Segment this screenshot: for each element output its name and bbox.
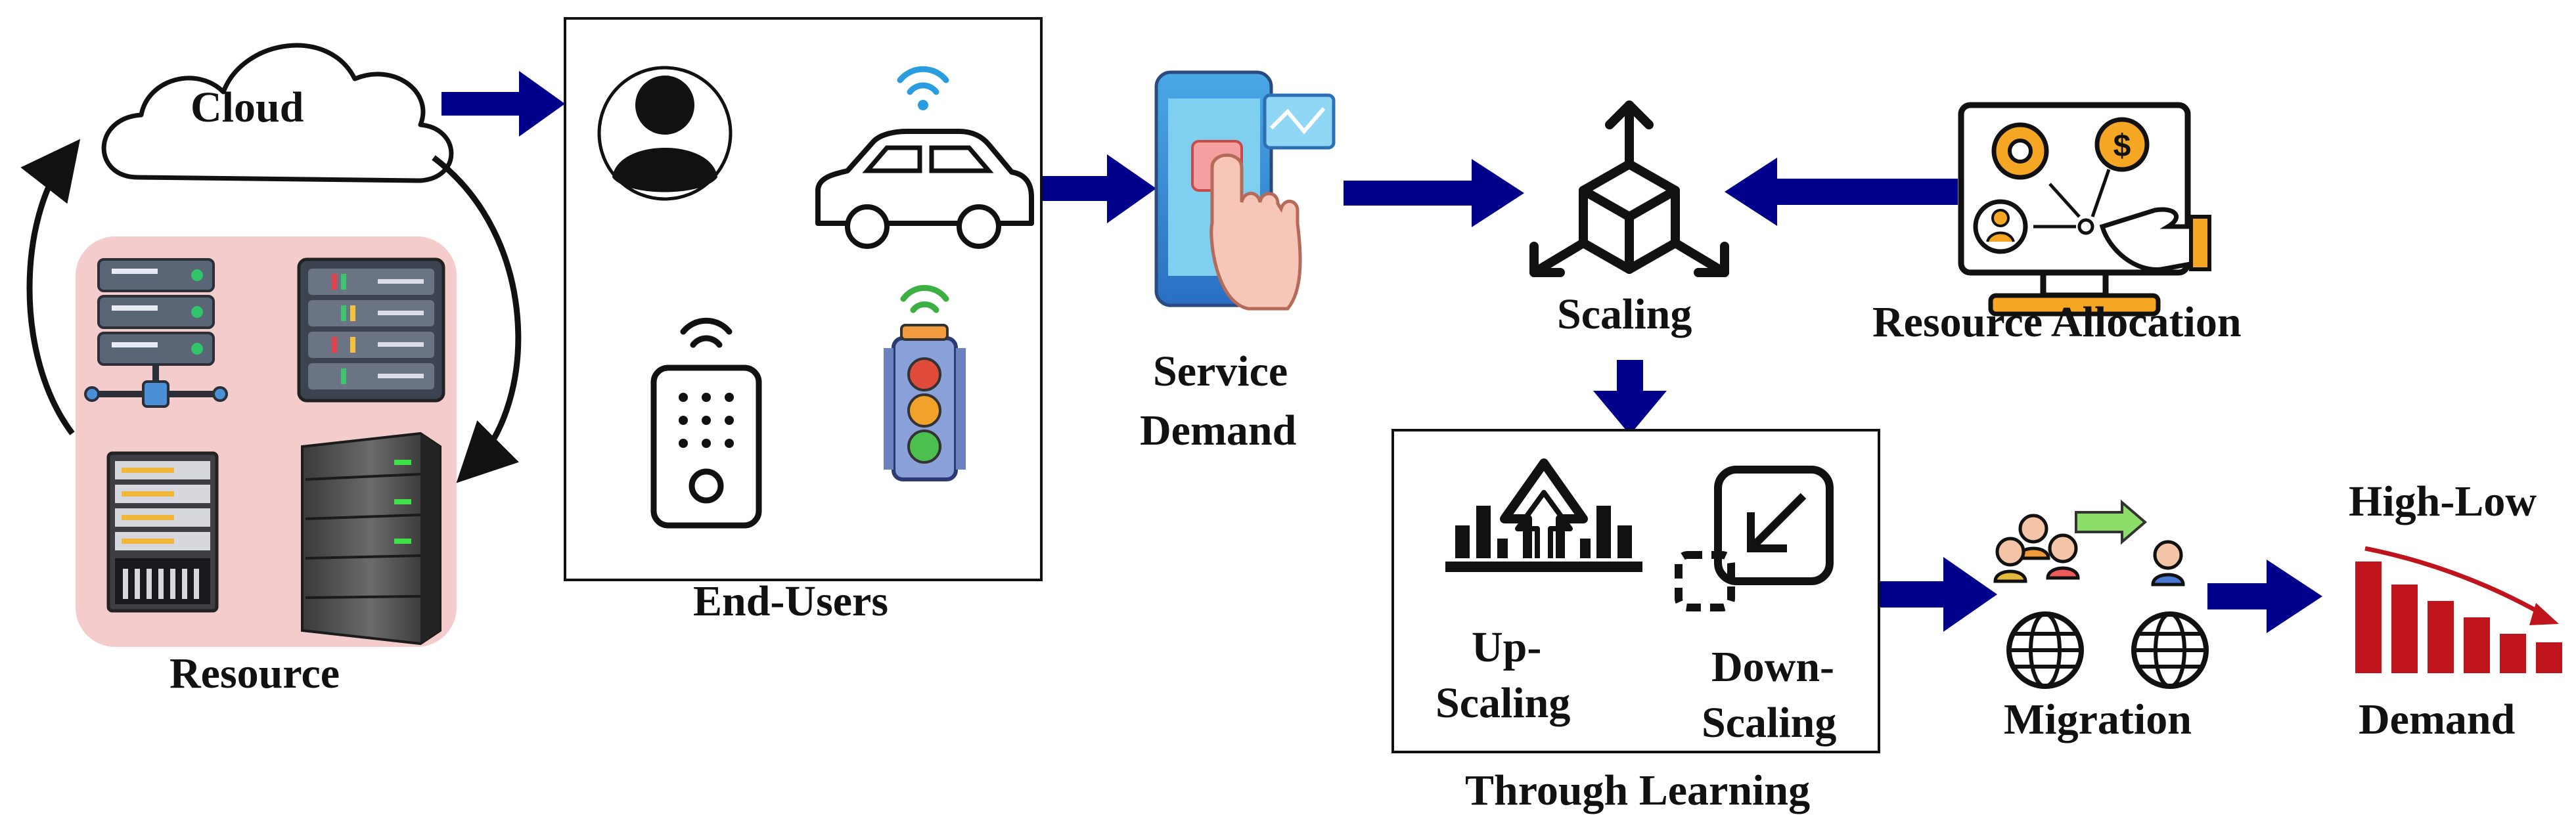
- arrow-endusers-to-service: [1043, 154, 1156, 223]
- arrow-cloud-to-endusers: [441, 71, 565, 137]
- up-scaling-label-line2: Scaling: [1435, 679, 1571, 727]
- smart-remote-icon: [650, 317, 762, 529]
- up-scaling-label-line1: Up-: [1472, 623, 1542, 671]
- scaling-cube-icon: [1529, 100, 1729, 277]
- resource-allocation-label: Resource Allocation: [1872, 298, 2242, 346]
- through-learning-label: Through Learning: [1465, 766, 1811, 814]
- touch-screen-phone-icon: [1154, 70, 1336, 311]
- down-scaling-icon: [1675, 466, 1834, 611]
- resource-label: Resource: [169, 650, 340, 697]
- through-learning-panel: [1391, 429, 1880, 753]
- service-demand-label-line1: Service: [1153, 347, 1288, 395]
- down-scaling-label-line1: Down-: [1711, 643, 1835, 691]
- up-scaling-icon: [1445, 458, 1642, 572]
- arrow-service-to-scaling: [1344, 159, 1524, 227]
- migration-globe-icon: [1993, 499, 2209, 689]
- migration-label: Migration: [2004, 696, 2192, 743]
- connected-car-icon: [815, 66, 1034, 249]
- down-scaling-label-line2: Scaling: [1702, 699, 1837, 747]
- svg-text:$: $: [2113, 129, 2131, 164]
- high-low-label: High-Low: [2349, 477, 2537, 525]
- arrow-scaling-to-learning: [1593, 360, 1667, 435]
- server-rack-panel-icon: [106, 451, 219, 613]
- cycle-arrows: [20, 139, 522, 483]
- arrow-allocation-to-scaling: [1725, 158, 1958, 226]
- demand-label: Demand: [2359, 696, 2516, 743]
- rack-server-icon: [84, 258, 228, 408]
- scaling-label: Scaling: [1557, 290, 1692, 338]
- smart-traffic-light-icon: [884, 284, 966, 481]
- server-cabinet-icon: [297, 257, 445, 403]
- user-avatar-icon: [597, 66, 733, 201]
- arrow-migration-to-demand: [2207, 560, 2322, 633]
- declining-bars-icon: [2355, 546, 2562, 673]
- cloud-icon: [101, 43, 454, 183]
- service-demand-label-line2: Demand: [1140, 407, 1297, 454]
- tower-server-icon: [301, 431, 441, 646]
- monitor-allocation-icon: $: [1958, 102, 2211, 317]
- arrow-learning-to-migration: [1880, 557, 1997, 632]
- end-users-label: End-Users: [693, 577, 889, 625]
- cloud-label: Cloud: [191, 83, 304, 131]
